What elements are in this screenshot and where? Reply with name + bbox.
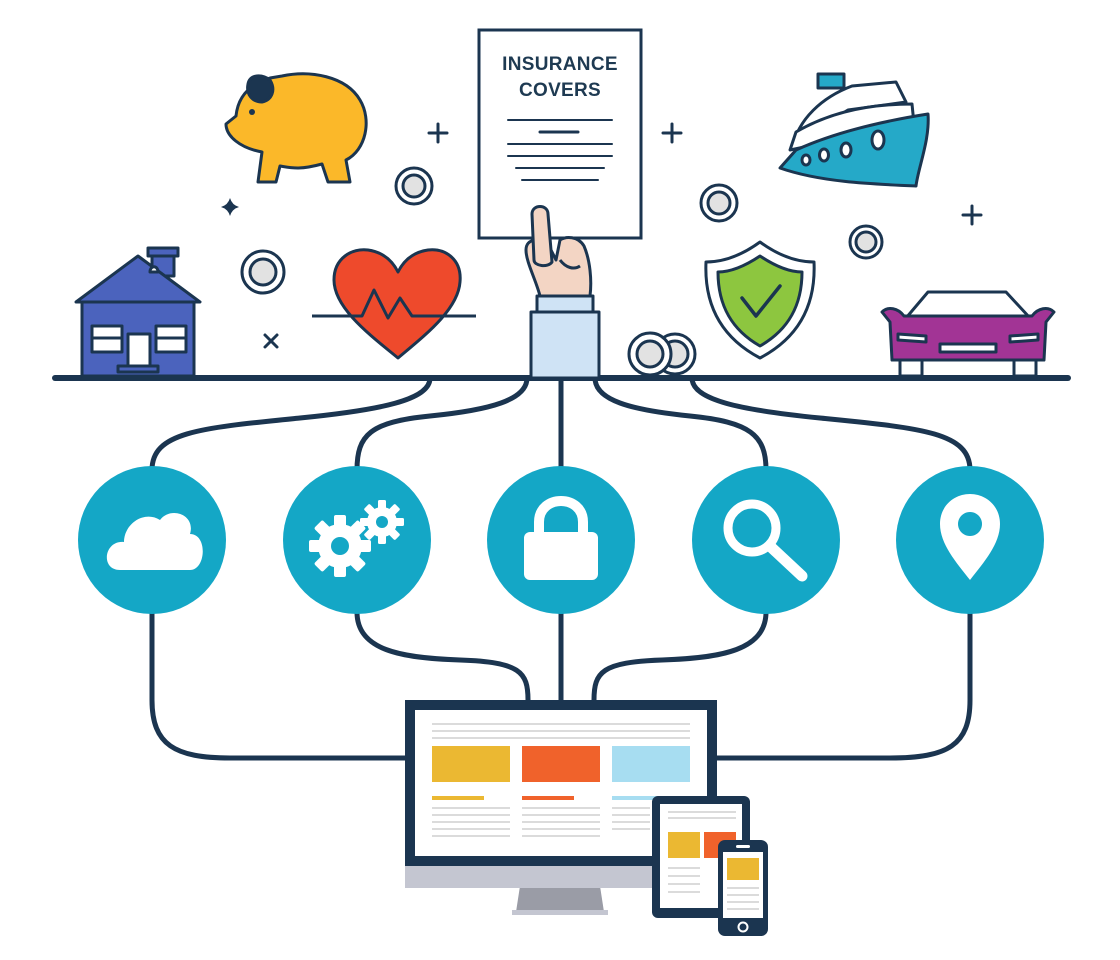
heart-rate-icon (312, 248, 476, 360)
magnifier-icon (723, 499, 808, 582)
coin-icon (848, 224, 884, 260)
smartphone-icon (718, 840, 768, 936)
cruise-ship-icon (778, 72, 930, 188)
service-node-search (692, 466, 840, 614)
car-icon (880, 290, 1056, 378)
service-node-lock (487, 466, 635, 614)
connector-cloud-monitor (149, 609, 408, 761)
coin-icon (699, 183, 739, 223)
coins (240, 166, 884, 377)
connector-to-magnifier (592, 375, 769, 473)
desktop-monitor-icon (405, 700, 717, 915)
cloud-icon (106, 512, 203, 570)
coin-icon (394, 166, 434, 206)
connector-lines (149, 375, 973, 761)
monitor-stand (516, 886, 604, 912)
service-node-location (896, 466, 1044, 614)
padlock-icon (524, 496, 598, 580)
sparkle-plus-icon (961, 204, 983, 226)
screen-panel-yellow (432, 746, 510, 782)
service-node-cloud (78, 466, 226, 614)
screen-panel-blue (612, 746, 690, 782)
screen-panel-orange (522, 746, 600, 782)
service-node-gears (283, 466, 431, 614)
shield-check-icon (704, 240, 816, 360)
document-text-lines (507, 119, 613, 181)
sparkle-cross-icon (263, 333, 279, 349)
connector-pin-monitor (713, 609, 973, 761)
coin-stack-icon (627, 331, 697, 377)
location-pin-icon (940, 494, 1000, 580)
sleeve (529, 310, 601, 380)
connector-magnifier-monitor (591, 609, 769, 703)
decorative-sparkles (263, 122, 983, 349)
hand-holding-document (524, 205, 601, 380)
connector-gears-monitor (354, 609, 531, 703)
document-title-line1: INSURANCE (502, 54, 618, 75)
piggy-bank-icon (224, 72, 368, 184)
connector-to-pin (689, 375, 973, 473)
coin-icon (240, 249, 286, 295)
connector-to-gears (354, 375, 530, 473)
sparkle-plus-icon (427, 122, 449, 144)
insurance-document: INSURANCE COVERS (477, 28, 643, 240)
connector-to-cloud (149, 375, 433, 473)
sparkle-star-icon (221, 198, 239, 216)
document-paper (477, 28, 643, 240)
sparkle-plus-icon (661, 122, 683, 144)
document-title-line2: COVERS (519, 80, 601, 101)
house-icon (74, 246, 202, 378)
gears-icon (309, 500, 404, 577)
